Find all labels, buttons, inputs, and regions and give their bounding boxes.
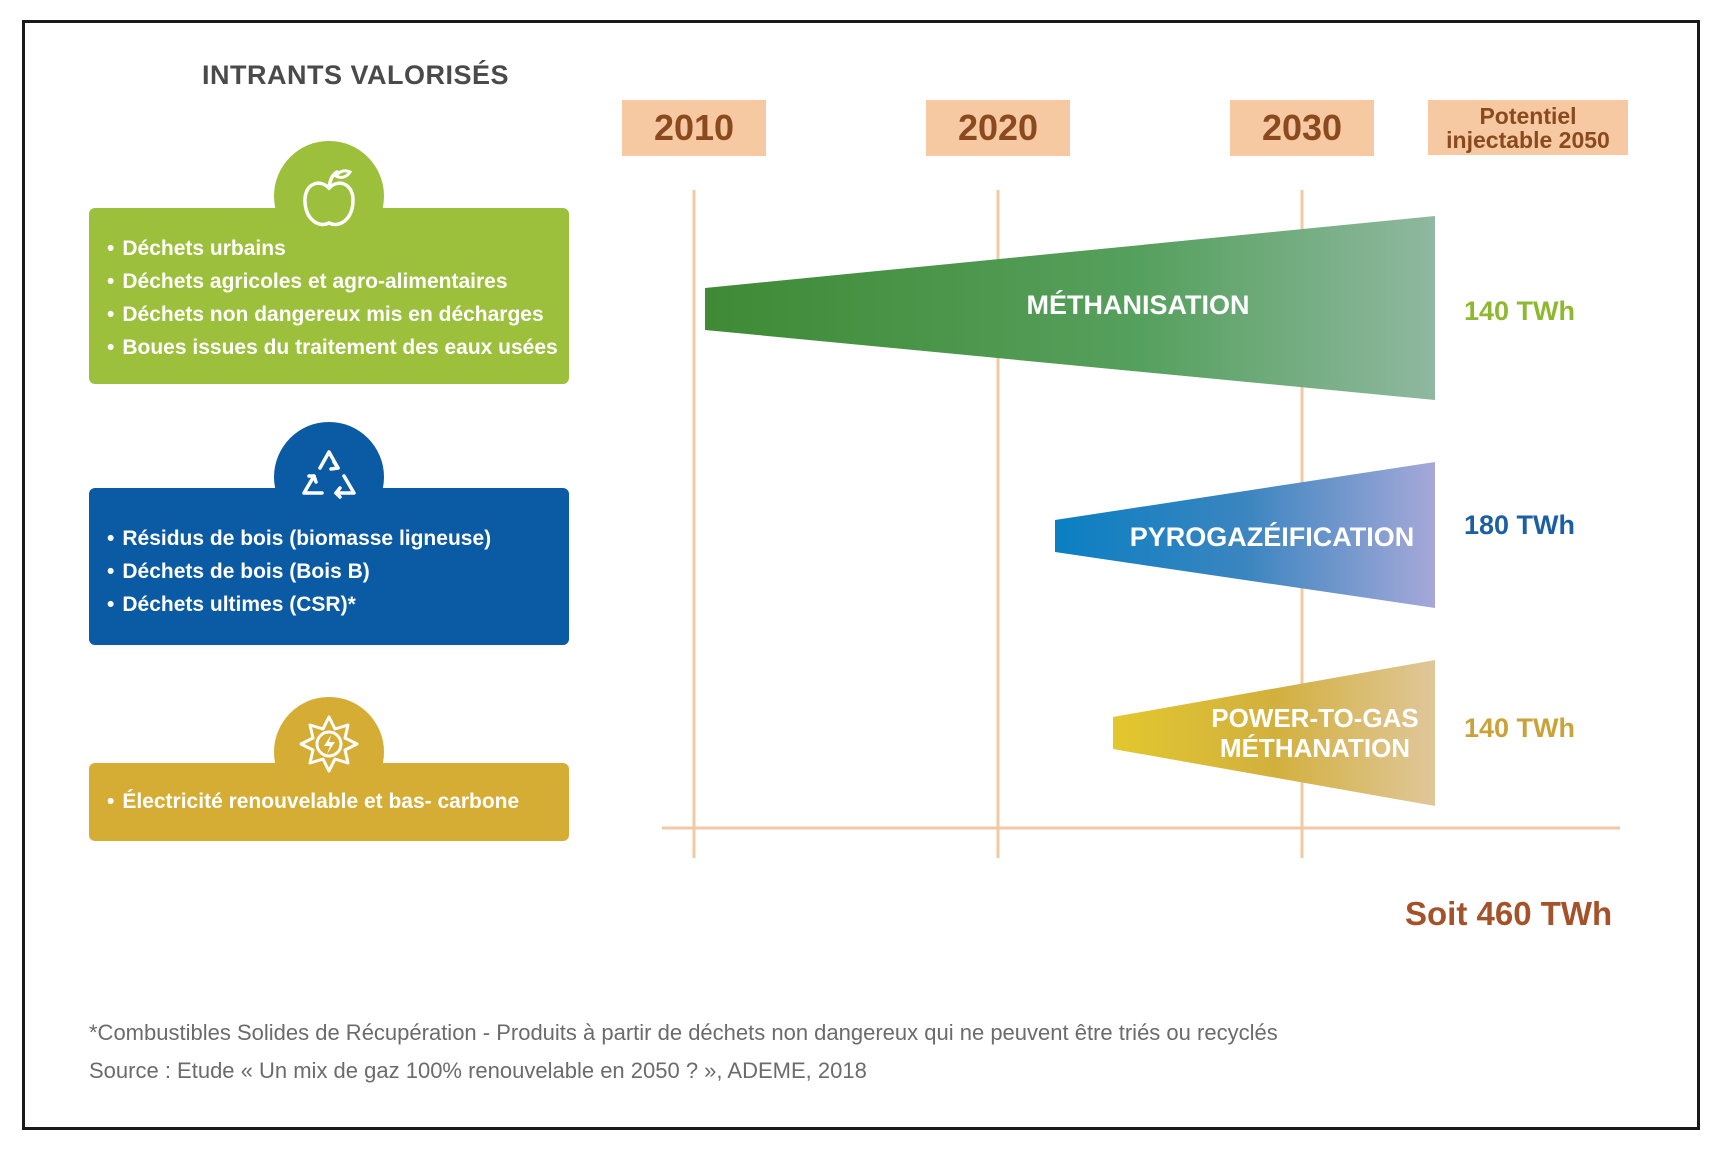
pyrogazeification-wedge	[1055, 462, 1435, 608]
list-item: Déchets agricoles et agro-alimentaires	[107, 265, 558, 298]
group-organic-box: Déchets urbains Déchets agricoles et agr…	[89, 208, 569, 384]
power-to-gas-wedge	[1113, 660, 1435, 806]
methanation-label: MÉTHANATION	[1220, 733, 1410, 763]
year-2010-label: 2010	[622, 100, 766, 156]
potential-2050-label: Potentiel injectable 2050	[1428, 100, 1628, 155]
year-2020-label: 2020	[926, 100, 1070, 156]
sun-bolt-icon	[299, 715, 359, 773]
methanisation-potential: 140 TWh	[1464, 296, 1576, 326]
methanisation-wedge	[705, 216, 1435, 400]
inputs-heading: INTRANTS VALORISÉS	[202, 60, 510, 90]
pyrogazeification-label: PYROGAZÉIFICATION	[1130, 521, 1415, 552]
source-note: Source : Etude « Un mix de gaz 100% reno…	[89, 1058, 867, 1083]
list-item: Déchets ultimes (CSR)*	[107, 588, 491, 621]
list-item: Électricité renouvelable et bas- carbone	[107, 785, 519, 818]
list-item: Résidus de bois (biomasse ligneuse)	[107, 522, 491, 555]
list-item: Boues issues du traitement des eaux usée…	[107, 331, 557, 364]
pyrogazeification-potential: 180 TWh	[1464, 510, 1576, 540]
apple-icon	[303, 169, 355, 227]
total-potential: Soit 460 TWh	[1405, 895, 1613, 932]
power-to-gas-potential: 140 TWh	[1464, 713, 1576, 743]
figure-frame	[22, 20, 1700, 1130]
footnote: *Combustibles Solides de Récupération - …	[89, 1020, 1278, 1045]
list-item: Déchets non dangereux mis en décharges	[107, 298, 558, 331]
list-item: Déchets de bois (Bois B)	[107, 555, 491, 588]
year-2030-label: 2030	[1230, 100, 1374, 156]
list-item: Déchets urbains	[107, 232, 558, 265]
methanisation-label: MÉTHANISATION	[1027, 289, 1250, 320]
group-electricity-box: Électricité renouvelable et bas- carbone	[89, 763, 569, 841]
recycle-icon	[302, 450, 356, 499]
group-wood-box: Résidus de bois (biomasse ligneuse) Déch…	[89, 488, 569, 645]
power-to-gas-label: POWER-TO-GAS	[1211, 703, 1419, 733]
